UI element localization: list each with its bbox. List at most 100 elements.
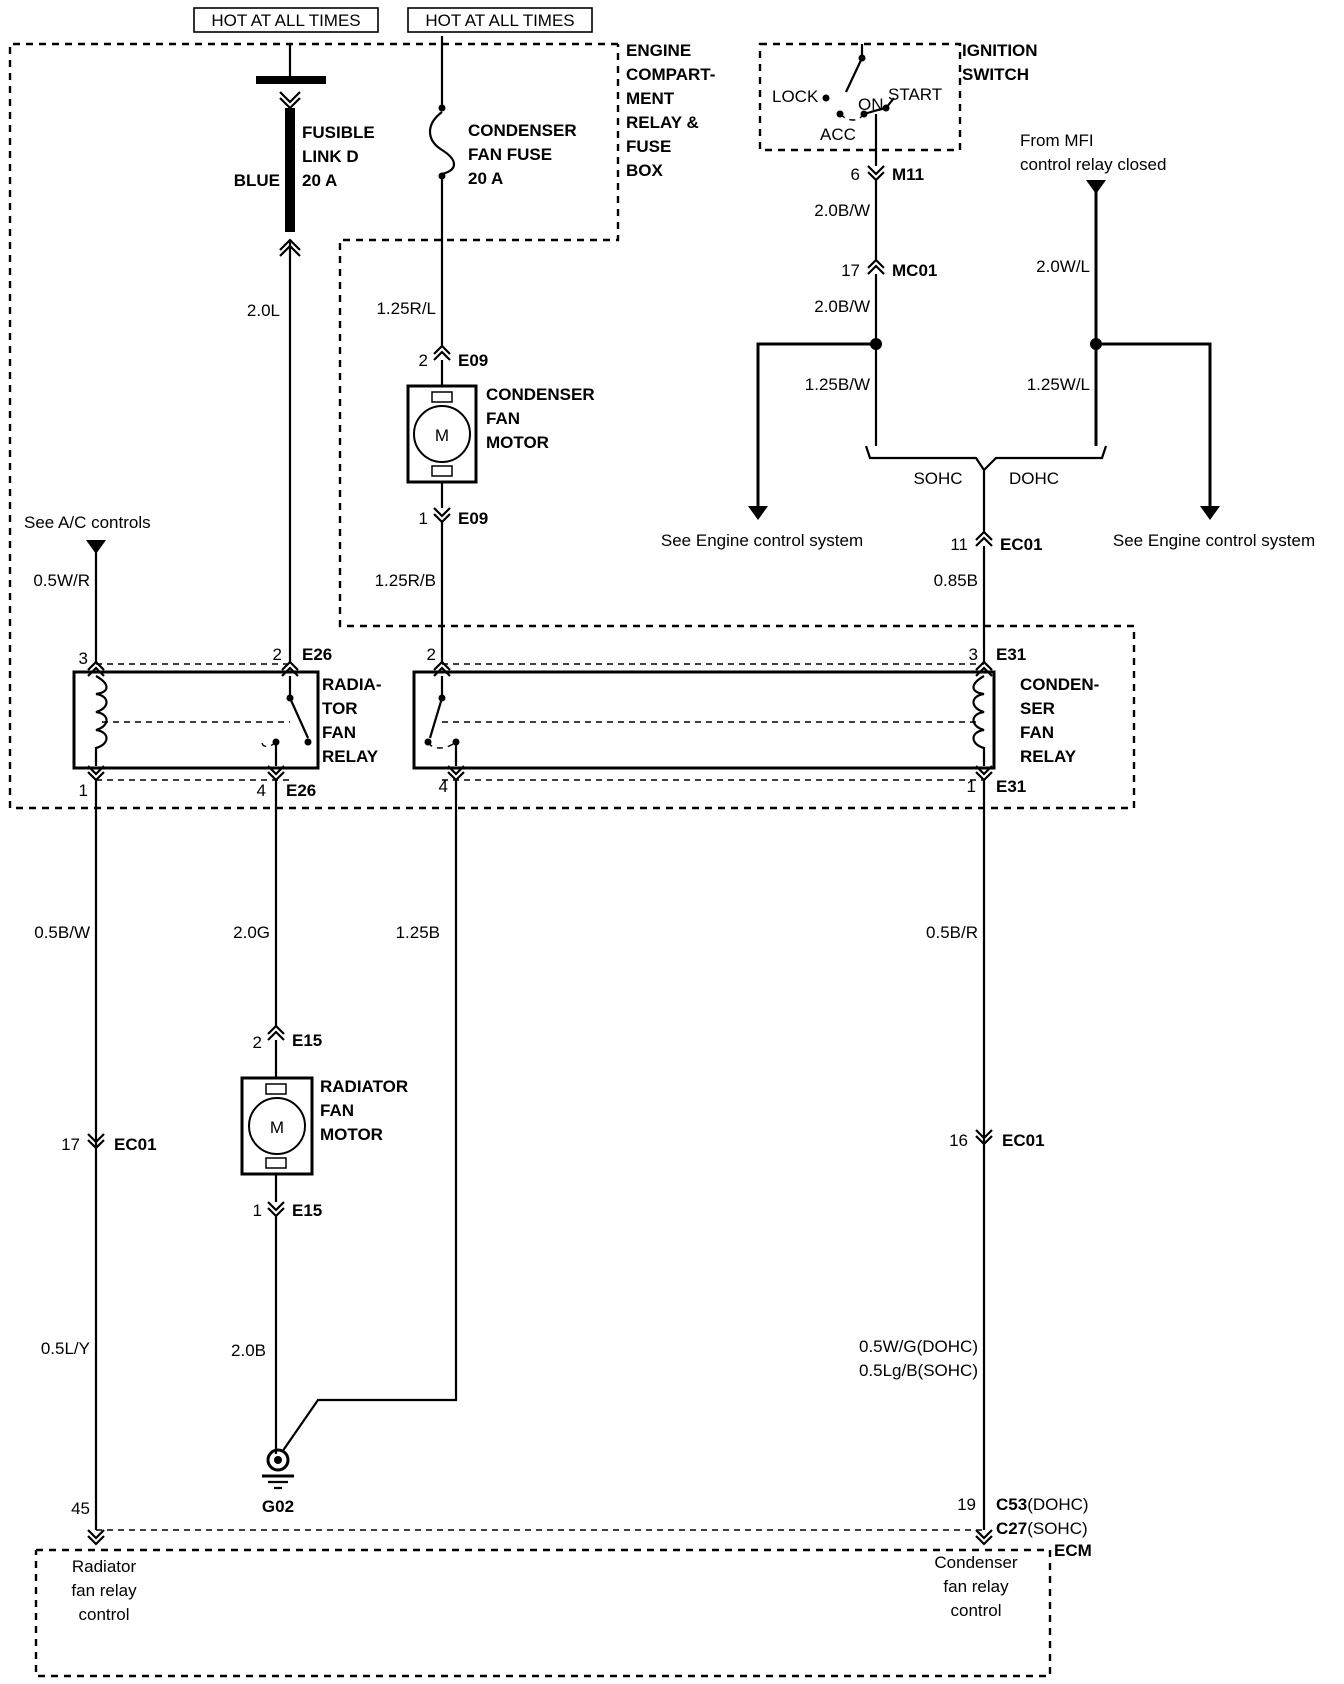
ecm-module: ECM Radiator fan relay control Condenser… [34,1541,1092,1678]
wire-label-1-25rb: 1.25R/B [375,571,436,590]
ignition-switch: LOCK ACC ON START IGNITION SWITCH [758,41,1038,166]
condenser-relay-pin-3: 3 [969,645,978,664]
svg-text:IGNITION: IGNITION [962,41,1038,60]
wire-label-1-25wl: 1.25W/L [1027,375,1090,394]
connector-m11: 6 M11 [851,164,924,184]
wire-label-0-5wr: 0.5W/R [33,571,90,590]
svg-text:2: 2 [253,1033,262,1052]
svg-text:fan relay: fan relay [71,1581,137,1600]
radiator-relay-pin-3: 3 [79,649,88,668]
ignition-acc-label: ACC [820,125,856,144]
svg-text:RADIA-: RADIA- [322,675,382,694]
wire-label-0-5wg: 0.5W/G(DOHC) [859,1337,978,1356]
svg-text:16: 16 [949,1131,968,1150]
svg-text:RADIATOR: RADIATOR [320,1077,408,1096]
radiator-motor-m-symbol: M [270,1118,284,1137]
svg-text:RELAY: RELAY [322,747,379,766]
svg-text:FAN: FAN [320,1101,354,1120]
svg-text:EC01: EC01 [1000,535,1043,554]
svg-text:E15: E15 [292,1031,322,1050]
connector-ec01-left: 17 EC01 [61,1132,157,1154]
svg-text:TOR: TOR [322,699,358,718]
svg-text:From MFI: From MFI [1020,131,1094,150]
arrow-engine-control-left [748,506,768,520]
ground-g02: G02 [262,1448,294,1516]
fuse-box-outline [8,42,1136,810]
wire-label-2-0bw-upper: 2.0B/W [814,201,870,220]
condenser-relay-pin-2: 2 [427,645,436,664]
svg-text:control: control [950,1601,1001,1620]
svg-text:FUSE: FUSE [626,137,671,156]
svg-text:control: control [78,1605,129,1624]
ecm-pin-45: 45 [71,1499,90,1518]
connector-e09-top: 2 E09 [419,344,488,370]
svg-text:MENT: MENT [626,89,675,108]
connector-e31-bottom: E31 [996,777,1026,796]
ground-label: G02 [262,1497,294,1516]
svg-text:RELAY: RELAY [1020,747,1077,766]
svg-text:fan relay: fan relay [943,1577,1009,1596]
svg-text:1: 1 [419,509,428,528]
svg-text:Radiator: Radiator [72,1557,137,1576]
svg-text:FAN: FAN [1020,723,1054,742]
svg-text:17: 17 [61,1135,80,1154]
connector-e26-top: E26 [302,645,332,664]
condenser-fan-fuse: CONDENSER FAN FUSE 20 A [428,36,577,346]
connector-e15-top: 2 E15 [253,1024,322,1052]
wire-label-0-5br: 0.5B/R [926,923,978,942]
svg-text:Condenser: Condenser [934,1553,1018,1572]
hot-label-right: HOT AT ALL TIMES [407,7,593,33]
connector-ec01-right: 16 EC01 [949,1128,1045,1150]
hot-label-left: HOT AT ALL TIMES [193,7,379,33]
motor-m-symbol: M [435,426,449,445]
svg-text:E09: E09 [458,509,488,528]
wire-label-0-5bw: 0.5B/W [34,923,90,942]
svg-text:FUSIBLE: FUSIBLE [302,123,375,142]
svg-text:ENGINE: ENGINE [626,41,691,60]
svg-text:EC01: EC01 [114,1135,157,1154]
ac-controls-source: See A/C controls [24,513,151,554]
svg-text:COMPART-: COMPART- [626,65,715,84]
svg-text:LINK D: LINK D [302,147,359,166]
fusible-link-d: FUSIBLE LINK D 20 A BLUE [234,44,375,257]
radiator-relay-pin-4: 4 [257,781,266,800]
svg-text:MC01: MC01 [892,261,937,280]
svg-text:C53(DOHC): C53(DOHC) [996,1495,1089,1514]
radiator-relay-pin-2: 2 [273,645,282,664]
condenser-relay-pin-4: 4 [439,777,448,796]
wire-label-2-0bw-lower: 2.0B/W [814,297,870,316]
condenser-fan-motor: M CONDENSER FAN MOTOR [406,384,595,484]
svg-text:BOX: BOX [626,161,664,180]
svg-text:1: 1 [253,1201,262,1220]
engine-variant-selector: SOHC DOHC [864,445,1108,488]
svg-text:SWITCH: SWITCH [962,65,1029,84]
connector-e15-bottom: 1 E15 [253,1200,322,1220]
wire-label-2-0g: 2.0G [233,923,270,942]
fuse-box-label: ENGINE COMPART- MENT RELAY & FUSE BOX [626,41,715,180]
see-engine-control-left: See Engine control system [661,531,863,550]
connector-mc01: 17 MC01 [841,258,937,280]
connector-e31-top: E31 [996,645,1026,664]
wire-label-1-25bw: 1.25B/W [805,375,870,394]
wire-label-2-0wl: 2.0W/L [1036,257,1090,276]
svg-text:FAN FUSE: FAN FUSE [468,145,552,164]
svg-text:2: 2 [419,351,428,370]
ecm-right-connector-ids: C53(DOHC) C27(SOHC) [996,1495,1089,1538]
condenser-relay-pin-1: 1 [967,777,976,796]
wire-engine-control-left [756,342,876,506]
arrow-engine-control-right [1200,506,1220,520]
svg-text:FAN: FAN [486,409,520,428]
svg-text:MOTOR: MOTOR [486,433,549,452]
ignition-start-label: START [888,85,942,104]
ecm-pin-19-connector [974,1528,994,1546]
svg-text:20 A: 20 A [468,169,503,188]
connector-e09-bottom: 1 E09 [419,506,488,528]
connector-ec01-top: 11 EC01 [950,530,1043,554]
wire-label-1-25b: 1.25B [396,923,440,942]
svg-text:FAN: FAN [322,723,356,742]
svg-text:CONDEN-: CONDEN- [1020,675,1099,694]
svg-text:E15: E15 [292,1201,322,1220]
wire-label-0-85b: 0.85B [934,571,978,590]
svg-text:C27(SOHC): C27(SOHC) [996,1519,1088,1538]
